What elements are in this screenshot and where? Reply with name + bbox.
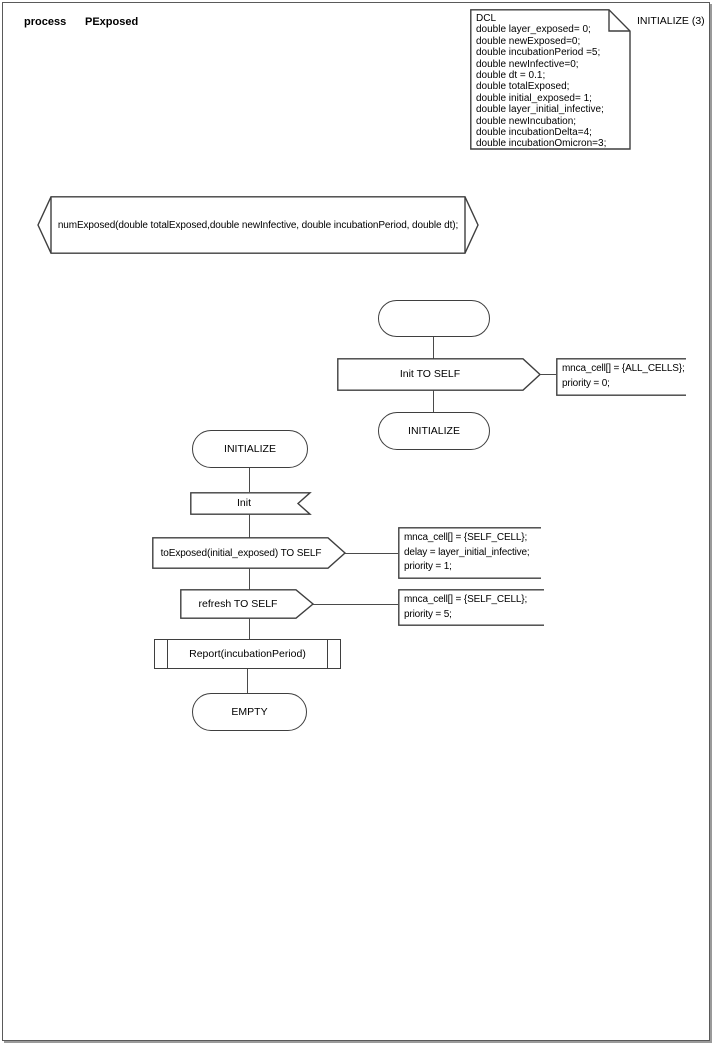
- proc-call-left-line: [167, 640, 169, 668]
- folded-corner-icon: [608, 9, 630, 32]
- state-label: INITIALIZE: [408, 424, 460, 437]
- page-label: INITIALIZE (3): [637, 15, 705, 27]
- output-label: toExposed(initial_exposed) TO SELF: [160, 547, 322, 559]
- state-initialize[interactable]: INITIALIZE: [192, 430, 308, 468]
- start-symbol[interactable]: [378, 300, 490, 337]
- diagram-kind-label: process: [24, 16, 67, 28]
- state-initialize-main[interactable]: INITIALIZE: [378, 412, 490, 450]
- comment-init-to-self[interactable]: mnca_cell[] = {ALL_CELLS}; priority = 0;: [556, 358, 686, 396]
- comment-to-exposed[interactable]: mnca_cell[] = {SELF_CELL}; delay = layer…: [398, 527, 541, 579]
- output-symbol-outline: [180, 589, 315, 619]
- comment-connector: [540, 373, 556, 375]
- comment-bracket: [398, 527, 541, 579]
- state-label: INITIALIZE: [224, 442, 276, 455]
- comment-connector: [345, 552, 398, 554]
- comment-text: mnca_cell[] = {SELF_CELL}; delay = layer…: [404, 532, 530, 573]
- comment-refresh[interactable]: mnca_cell[] = {SELF_CELL}; priority = 5;: [398, 589, 544, 626]
- input-label: Init: [236, 497, 251, 509]
- procedure-declaration-text: numExposed(double totalExposed,double ne…: [57, 219, 459, 231]
- declarations-text-symbol[interactable]: DCL double layer_exposed= 0; double newE…: [470, 9, 631, 150]
- flow-line: [248, 618, 250, 640]
- output-init-to-self[interactable]: Init TO SELF: [337, 358, 542, 391]
- flow-line: [432, 337, 434, 359]
- output-symbol-outline: [152, 537, 347, 569]
- comment-text: mnca_cell[] = {ALL_CELLS}; priority = 0;: [562, 363, 685, 389]
- input-init[interactable]: Init: [190, 492, 312, 515]
- note-outline: [470, 9, 631, 150]
- comment-text: mnca_cell[] = {SELF_CELL}; priority = 5;: [404, 594, 528, 620]
- input-symbol-outline: [190, 492, 312, 515]
- procedure-declaration-symbol[interactable]: numExposed(double totalExposed,double ne…: [37, 196, 479, 254]
- output-label: refresh TO SELF: [198, 597, 278, 610]
- output-symbol-outline: [337, 358, 542, 391]
- comment-bracket: [398, 589, 544, 626]
- process-name: PExposed: [85, 16, 139, 28]
- flow-line: [248, 568, 250, 590]
- declarations-text: DCL double layer_exposed= 0; double newE…: [476, 13, 607, 150]
- output-refresh[interactable]: refresh TO SELF: [180, 589, 315, 619]
- state-empty[interactable]: EMPTY: [192, 693, 307, 731]
- comment-connector: [313, 603, 398, 605]
- proc-call-right-line: [326, 640, 328, 668]
- state-label: EMPTY: [231, 705, 268, 718]
- comment-bracket: [556, 358, 686, 396]
- procedure-call-label: Report(incubationPeriod): [189, 647, 306, 660]
- flow-line: [248, 468, 250, 492]
- page-border: [2, 2, 710, 1041]
- output-label: Init TO SELF: [399, 368, 461, 380]
- flow-line: [432, 390, 434, 413]
- flow-line: [248, 514, 250, 538]
- flow-line: [246, 669, 248, 694]
- procedure-call-report[interactable]: Report(incubationPeriod): [154, 639, 341, 669]
- output-to-exposed[interactable]: toExposed(initial_exposed) TO SELF: [152, 537, 347, 569]
